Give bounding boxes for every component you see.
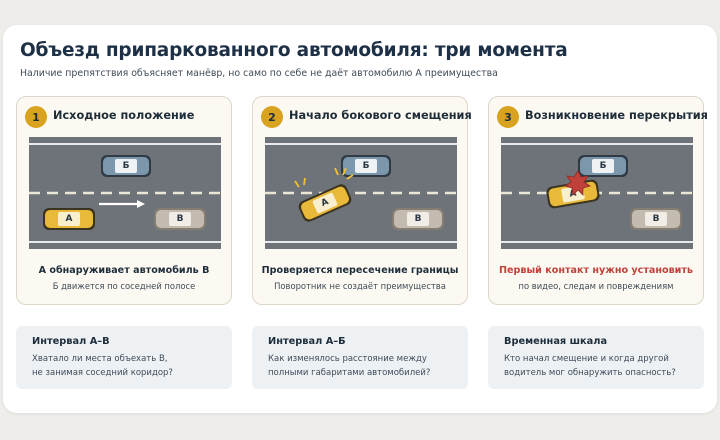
stage-caption: А обнаруживает автомобиль В: [38, 265, 210, 276]
question-box-interval-a-b: Интервал А–Б Как изменялось расстояние м…: [252, 326, 468, 389]
stage-title: Начало бокового смещения: [289, 109, 472, 122]
question-text: Как изменялось расстояние между: [268, 354, 427, 364]
stage-note: Поворотник не создаёт преимущества: [274, 281, 446, 291]
car-v-parked: В: [630, 208, 682, 230]
road-scene-lateral-shift: Б А В: [265, 137, 457, 249]
car-label-a: А: [66, 214, 73, 224]
car-a: А: [43, 208, 95, 230]
page-subtitle: Наличие препятствия объясняет манёвр, но…: [20, 68, 498, 79]
page-title: Объезд припаркованного автомобиля: три м…: [20, 40, 568, 61]
question-text: Кто начал смещение и когда другой: [504, 354, 669, 364]
question-box-interval-a-v: Интервал А–В Хватало ли места объехать В…: [16, 326, 232, 389]
step-number-badge: 1: [25, 106, 47, 128]
stage-title: Возникновение перекрытия: [525, 109, 708, 122]
stage-panel-2: 2 Начало бокового смещения Б А: [252, 96, 472, 305]
stage-caption: Проверяется пересечение границы: [261, 265, 459, 276]
car-v-parked: В: [154, 208, 206, 230]
car-label-b: Б: [363, 161, 370, 171]
question-text: Хватало ли места объехать В,: [32, 354, 168, 364]
car-b-moving: Б: [341, 155, 391, 177]
stage-note: по видео, следам и повреждениям: [518, 281, 674, 291]
stage-panel-3: 3 Возникновение перекрытия Б А В Первый …: [488, 96, 708, 305]
question-box-timeline: Временная шкала Кто начал смещение и ког…: [488, 326, 704, 389]
stage-panel-1: 1 Исходное положение Б А В А обнару: [16, 96, 232, 305]
road-scene-overlap: Б А В: [501, 137, 693, 249]
car-v-parked: В: [392, 208, 444, 230]
car-label-v: В: [653, 214, 660, 224]
car-label-b: Б: [600, 161, 607, 171]
impact-burst-icon: [564, 170, 591, 196]
question-title: Интервал А–В: [32, 336, 110, 347]
road-scene-initial: Б А В: [29, 137, 221, 249]
car-b-moving: Б: [101, 155, 151, 177]
question-title: Временная шкала: [504, 336, 608, 347]
question-text: не занимая соседний коридор?: [32, 368, 173, 378]
question-title: Интервал А–Б: [268, 336, 346, 347]
step-number-badge: 3: [497, 106, 519, 128]
car-label-v: В: [415, 214, 422, 224]
arrow-icon: [99, 200, 145, 208]
car-a-turning: А: [298, 184, 352, 222]
question-text: полными габаритами автомобилей?: [268, 368, 431, 378]
car-label-v: В: [177, 214, 184, 224]
stage-caption-warning: Первый контакт нужно установить: [499, 265, 693, 276]
car-label-a: А: [320, 197, 330, 209]
question-text: водитель мог обнаружить опасность?: [504, 368, 676, 378]
stage-title: Исходное положение: [53, 109, 195, 122]
turn-signal-icon: [294, 167, 354, 188]
step-number-badge: 2: [261, 106, 283, 128]
stage-note: Б движется по соседней полосе: [52, 281, 196, 291]
car-label-b: Б: [123, 161, 130, 171]
car-b-moving: Б: [578, 155, 628, 177]
